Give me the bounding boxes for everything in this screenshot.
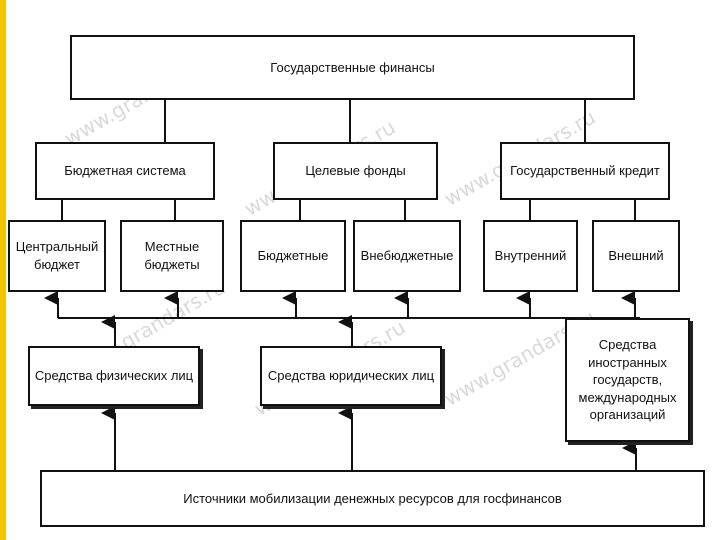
box-budgetary-funds: Бюджетные [240, 220, 346, 292]
box-internal-credit: Внутренний [483, 220, 578, 292]
box-extrabudgetary-funds: Внебюджетные [353, 220, 461, 292]
box-local-budgets: Местные бюджеты [120, 220, 224, 292]
box-state-credit: Государственный кредит [500, 142, 670, 200]
box-budget-system: Бюджетная система [35, 142, 215, 200]
box-target-funds: Целевые фонды [273, 142, 438, 200]
box-individuals-funds: Средства физических лиц [28, 346, 200, 406]
box-central-budget: Центральный бюджет [8, 220, 106, 292]
box-legal-entities-funds: Средства юридических лиц [260, 346, 442, 406]
box-funding-sources: Источники мобилизации денежных ресурсов … [40, 470, 705, 527]
slide-accent-bar [0, 0, 6, 540]
box-state-finances: Государственные финансы [70, 35, 635, 100]
box-foreign-funds: Средства иностранных государств, междуна… [565, 318, 690, 442]
box-external-credit: Внешний [592, 220, 680, 292]
